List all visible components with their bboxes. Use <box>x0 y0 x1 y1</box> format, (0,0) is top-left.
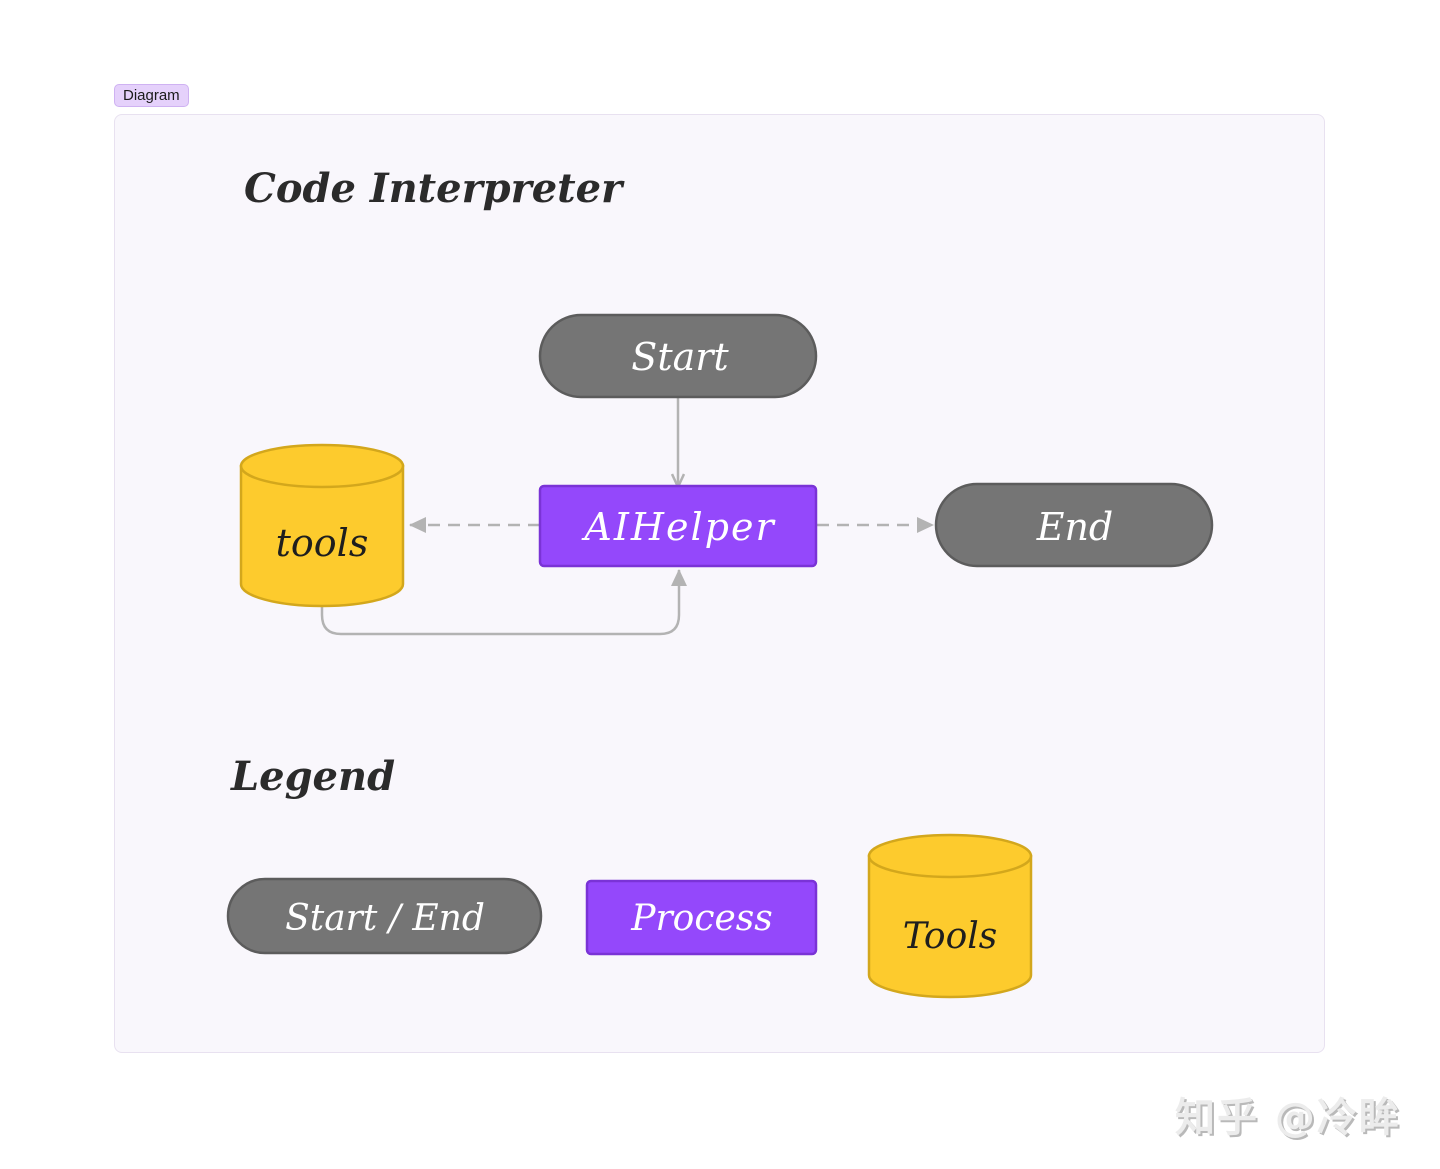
node-end[interactable]: End <box>934 482 1214 568</box>
diagram-tag: Diagram <box>114 84 189 107</box>
diagram-title: Code Interpreter <box>244 165 625 212</box>
node-aihelper-label: AIHelper <box>581 505 776 549</box>
edge-tools-to-aihelper <box>320 569 687 636</box>
watermark: 知乎 @冷眸 <box>1175 1095 1401 1141</box>
node-aihelper[interactable]: AIHelper <box>538 484 818 568</box>
node-start-label: Start <box>631 335 729 379</box>
node-tools[interactable]: tools <box>239 443 405 608</box>
node-end-label: End <box>1036 505 1114 549</box>
legend-item-terminal: Start / End <box>226 877 543 955</box>
legend-item-process: Process <box>585 879 818 956</box>
legend-process-label: Process <box>630 898 773 939</box>
legend-item-tools: Tools <box>867 833 1033 999</box>
legend-title: Legend <box>230 753 395 800</box>
node-start[interactable]: Start <box>538 313 818 399</box>
node-tools-label: tools <box>276 521 369 565</box>
legend-terminal-label: Start / End <box>285 898 485 939</box>
legend-tools-label: Tools <box>903 916 998 957</box>
